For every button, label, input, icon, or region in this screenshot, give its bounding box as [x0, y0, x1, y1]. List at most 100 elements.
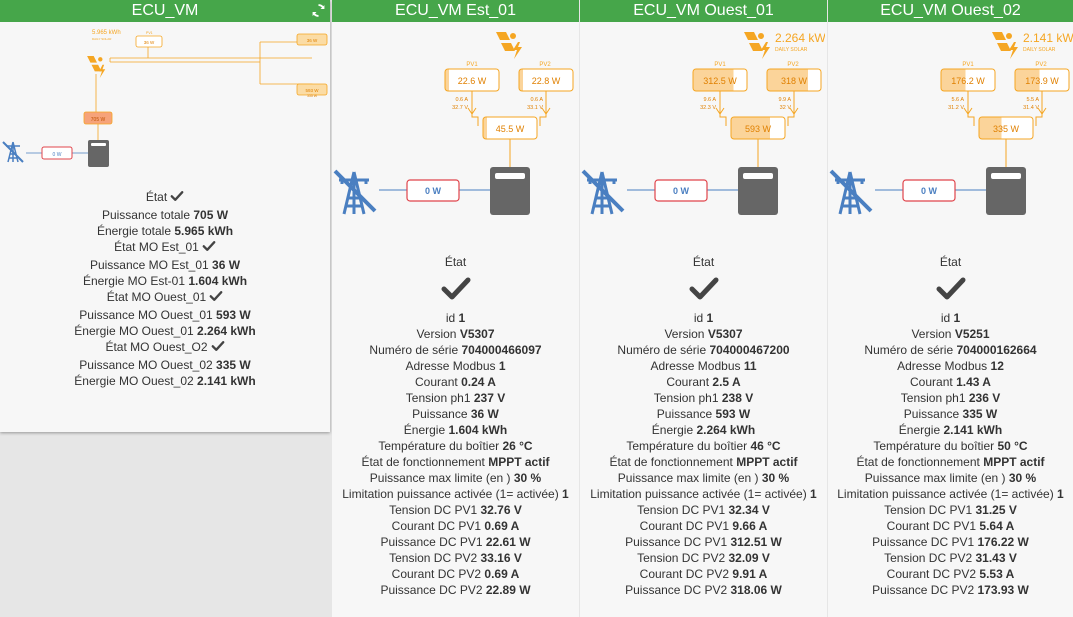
row-value: 593 W: [216, 308, 251, 322]
row-label: Tension DC PV1: [389, 503, 478, 517]
pv1-current: 9.6 A: [703, 97, 716, 103]
pv2-power: 22.8 W: [532, 76, 561, 86]
row-value: 12: [990, 359, 1004, 373]
info-row: Numéro de série 704000466097: [332, 342, 579, 358]
row-label: Courant: [415, 375, 458, 389]
row-label: État MO Ouest_O2: [105, 340, 208, 354]
info-row: Puissance DC PV1 22.61 W: [332, 534, 579, 550]
grid-meter-box: [654, 179, 708, 202]
small-pv-label: PV1: [146, 31, 153, 35]
info-row: Courant 1.43 A: [828, 374, 1073, 390]
row-value: 705 W: [193, 208, 229, 222]
overview-meter-value: 0 W: [53, 152, 62, 158]
row-label: Puissance max limite (en ): [617, 471, 759, 485]
power-pylon-icon: [333, 169, 377, 215]
check-icon: [936, 277, 965, 300]
pv2-label: PV2: [539, 62, 551, 68]
info-row: Tension ph1 237 V: [332, 390, 579, 406]
row-label: Courant: [910, 375, 953, 389]
check-icon: [202, 241, 216, 251]
overview-row: État MO Est_01: [0, 239, 330, 257]
row-value: 1: [562, 487, 569, 501]
info-row: Tension DC PV1 32.76 V: [332, 502, 579, 518]
info-row: id 1: [580, 310, 827, 326]
info-row: Courant DC PV1 9.66 A: [580, 518, 827, 534]
row-label: Puissance MO Est_01: [89, 258, 209, 272]
pv1-label: PV1: [962, 62, 974, 68]
total-power: 45.5 W: [496, 124, 525, 134]
info-row: État de fonctionnement MPPT actif: [580, 454, 827, 470]
info-row: Tension DC PV2 32.09 V: [580, 550, 827, 566]
row-value: 11: [743, 359, 757, 373]
info-row: Tension ph1 238 V: [580, 390, 827, 406]
pv1-label: PV1: [466, 62, 478, 68]
overview-header: ECU_VM: [0, 0, 330, 22]
row-value: 36 W: [470, 407, 499, 421]
row-value: 1: [953, 311, 961, 325]
row-value: 2.141 kWh: [943, 423, 1003, 437]
row-label: id: [940, 311, 951, 325]
power-pylon-icon: [829, 169, 873, 215]
state-label: État: [939, 255, 962, 269]
row-label: Puissance DC PV1: [872, 535, 975, 549]
row-label: Puissance DC PV2: [380, 583, 483, 597]
info-row: Tension ph1 236 V: [828, 390, 1073, 406]
row-value: 173.93 W: [977, 583, 1029, 597]
row-value: 30 %: [1008, 471, 1037, 485]
inverter-header: ECU_VM Ouest_02: [828, 0, 1073, 22]
pv2-label: PV2: [787, 62, 799, 68]
row-value: 31.43 V: [975, 551, 1017, 565]
row-label: Adresse Modbus: [405, 359, 496, 373]
info-row: Puissance DC PV2 318.06 W: [580, 582, 827, 598]
info-row: État de fonctionnement MPPT actif: [332, 454, 579, 470]
small-pv-value: 36 W: [144, 40, 155, 45]
pv2-power: 318 W: [781, 76, 808, 86]
row-label: Courant DC PV2: [639, 567, 730, 581]
row-label: Puissance MO Ouest_01: [79, 308, 213, 322]
pv1-current: 0.6 A: [455, 97, 468, 103]
row-label: Énergie totale: [96, 224, 171, 238]
info-row: Courant DC PV1 5.64 A: [828, 518, 1073, 534]
refresh-icon[interactable]: [311, 3, 326, 18]
row-label: Puissance: [412, 407, 468, 421]
row-label: Version: [664, 327, 705, 341]
pv1-power: 312.5 W: [703, 76, 737, 86]
row-label: Puissance: [903, 407, 960, 421]
row-label: Courant DC PV2: [886, 567, 977, 581]
row-label: Température du boîtier: [873, 439, 995, 453]
row-label: Tension ph1: [653, 391, 719, 405]
info-row: Tension DC PV1 31.25 V: [828, 502, 1073, 518]
row-label: Puissance totale: [101, 208, 191, 222]
grid-power: 0 W: [921, 186, 938, 196]
info-row: Limitation puissance activée (1= activée…: [828, 486, 1073, 502]
pv2-label: PV2: [1035, 62, 1047, 68]
power-pylon-icon: [2, 141, 24, 163]
overview-flow-diagram: 5.965 kWh DAILY SOLAR PV1 36 W 36 W 593 …: [2, 30, 328, 167]
row-label: Puissance DC PV2: [872, 583, 975, 597]
row-label: Adresse Modbus: [650, 359, 741, 373]
row-value: 26 °C: [502, 439, 533, 453]
overview-row: Puissance totale 705 W: [0, 207, 330, 223]
info-row: Tension DC PV2 33.16 V: [332, 550, 579, 566]
row-label: Limitation puissance activée (1= activée…: [837, 487, 1054, 501]
total-power: 335 W: [993, 124, 1020, 134]
row-label: Courant: [666, 375, 710, 389]
overview-inverter-3: 335 W: [307, 94, 318, 98]
info-row: Adresse Modbus 12: [828, 358, 1073, 374]
info-row: Courant DC PV2 5.53 A: [828, 566, 1073, 582]
row-value: 176.22 W: [977, 535, 1029, 549]
overview-row: État MO Ouest_O2: [0, 339, 330, 357]
pv1-voltage: 31.2 V: [948, 105, 964, 111]
row-value: 1: [706, 311, 714, 325]
overview-row: Énergie MO Ouest_02 2.141 kWh: [0, 373, 330, 389]
row-label: Puissance MO Ouest_02: [79, 358, 213, 372]
info-row: Courant DC PV2 0.69 A: [332, 566, 579, 582]
info-row: Numéro de série 704000467200: [580, 342, 827, 358]
power-pylon-icon: [581, 169, 625, 215]
